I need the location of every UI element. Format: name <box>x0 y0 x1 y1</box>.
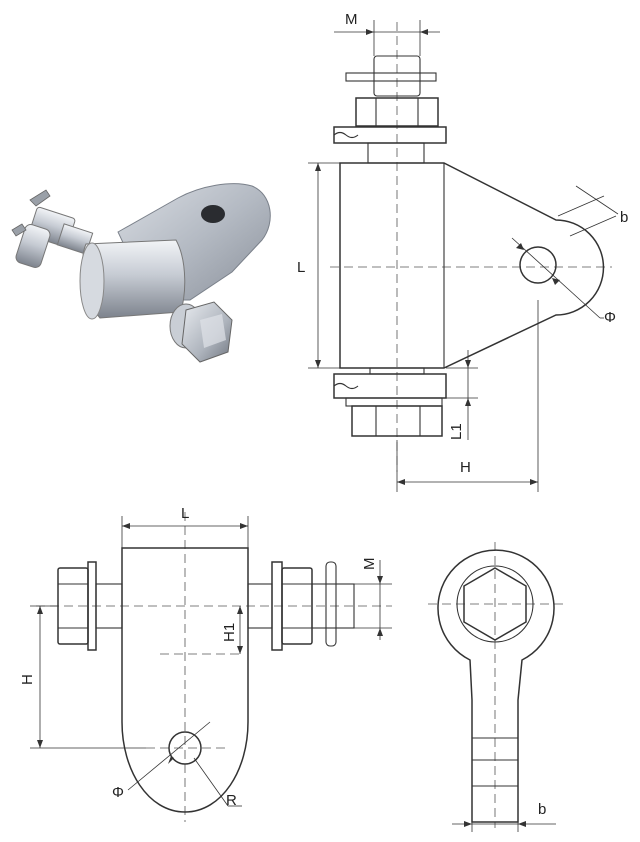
label-l-top: L <box>297 259 305 276</box>
stud-end-top <box>373 55 421 97</box>
label-h1-front: H1 <box>221 623 238 642</box>
clevis-fitting-photo <box>11 183 271 363</box>
thread-top <box>367 142 425 164</box>
front-pin-hole <box>168 731 202 765</box>
label-l1-top: L1 <box>448 423 465 440</box>
washer-top <box>333 126 447 144</box>
label-b-side: b <box>538 801 546 818</box>
side-hex-nut <box>463 567 527 641</box>
label-h-top: H <box>460 459 471 476</box>
cotter-pin-top <box>345 72 437 82</box>
label-r-front: R <box>226 792 237 809</box>
label-h-front: H <box>19 674 36 685</box>
front-cotter-pin <box>325 561 337 647</box>
front-body <box>121 547 249 813</box>
label-m-front: M <box>361 558 378 571</box>
side-view: b <box>428 542 566 832</box>
front-stud-right <box>311 583 355 629</box>
nut-bottom <box>351 405 443 437</box>
side-eye-body <box>437 549 555 823</box>
top-view: M L b Φ L1 H <box>297 11 628 492</box>
label-m-top: M <box>345 11 358 28</box>
label-l-front: L <box>181 505 189 522</box>
side-washer-circle <box>456 565 534 643</box>
nut-top <box>355 97 439 127</box>
front-view: L M H1 H Φ R <box>19 505 392 822</box>
top-pin-hole <box>519 246 557 284</box>
top-body <box>339 162 605 369</box>
label-b-top: b <box>620 209 628 226</box>
washer-bottom <box>333 373 447 399</box>
label-phi-top: Φ <box>604 309 616 326</box>
label-phi-front: Φ <box>112 784 124 801</box>
